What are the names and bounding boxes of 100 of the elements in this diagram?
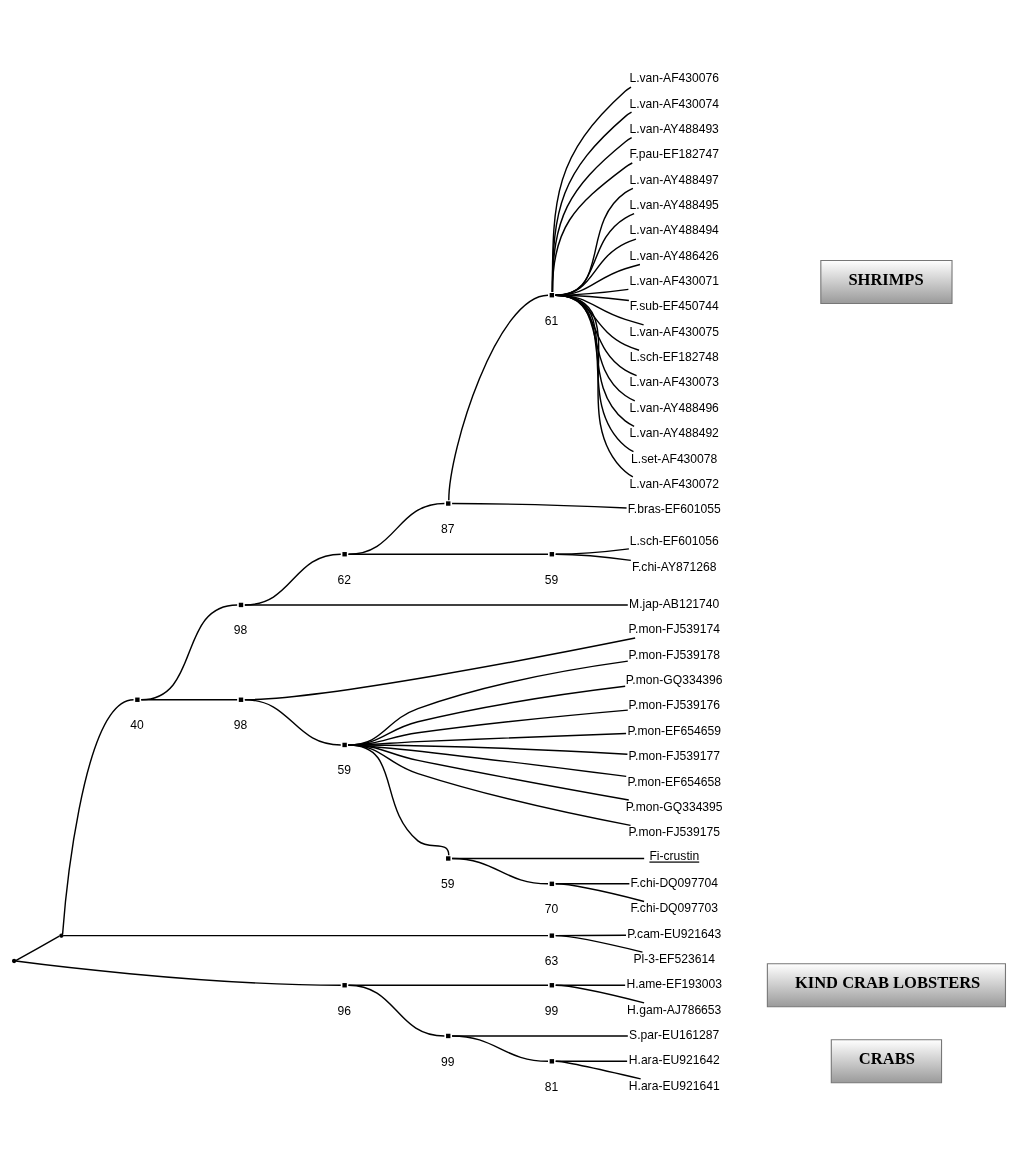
node-point	[342, 551, 347, 556]
node-label: 63	[544, 953, 559, 968]
connector	[555, 984, 645, 1004]
node-text: H.ara-EU921641	[628, 1078, 720, 1093]
node-text: L.van-AF430074	[629, 96, 719, 111]
node-text: H.gam-AJ786653	[627, 1002, 722, 1017]
node-text: P.mon-EF654659	[627, 723, 721, 738]
connector	[244, 698, 342, 746]
node-point	[135, 697, 140, 702]
connector	[62, 934, 549, 936]
node-point	[549, 551, 555, 556]
node-box: SHRIMPS	[820, 259, 953, 304]
node-label: 59	[337, 762, 351, 777]
node-point	[59, 933, 64, 938]
connector	[555, 187, 634, 296]
node-text: L.set-AF430078	[631, 451, 718, 466]
node-text: P.mon-FJ539176	[628, 697, 720, 712]
node-point	[549, 881, 555, 886]
node-label: 62	[337, 572, 351, 587]
node-text: L.van-AY488492	[629, 425, 719, 440]
connector	[555, 547, 630, 555]
connector	[555, 263, 641, 296]
node-text: L.van-AY488497	[629, 172, 719, 187]
node-text: L.van-AF430073	[629, 374, 719, 389]
node-point	[342, 742, 347, 747]
connector	[555, 1060, 642, 1080]
node-text: L.van-AF430076	[629, 70, 719, 85]
node-text: L.van-AY488495	[629, 197, 719, 212]
connector	[451, 1034, 629, 1037]
node-point	[549, 1058, 555, 1063]
node-point	[549, 982, 555, 987]
node-text: F.chi-DQ097703	[630, 900, 718, 915]
node-text: L.van-AY486426	[629, 248, 719, 263]
node-text: P.mon-GQ334396	[625, 672, 723, 687]
node-point	[238, 602, 244, 607]
node-label: 61	[544, 313, 559, 328]
node-label: 81	[544, 1079, 559, 1094]
node-text: P.mon-FJ539175	[628, 824, 720, 839]
connector	[555, 934, 644, 953]
node-text: L.sch-EF601056	[629, 533, 719, 548]
node-point	[11, 958, 17, 963]
connector	[555, 882, 645, 902]
connector	[61, 698, 135, 935]
node-text: P.cam-EU921643	[627, 926, 722, 941]
node-label: 98	[233, 717, 248, 732]
connector	[551, 161, 633, 293]
node-label: 98	[233, 622, 248, 637]
connector	[244, 636, 636, 700]
node-text: F.sub-EF450744	[629, 298, 719, 313]
node-box: KIND CRAB LOBSTERS	[766, 962, 1006, 1007]
node-label: 99	[544, 1003, 559, 1018]
node-text: F.bras-EF601055	[627, 501, 721, 516]
node-point	[342, 982, 347, 987]
node-point	[446, 500, 451, 506]
node-text: L.van-AY488493	[629, 121, 719, 136]
connector	[555, 237, 637, 296]
node-text: M.jap-AB121740	[629, 596, 720, 611]
node-text: P.mon-FJ539174	[628, 621, 720, 636]
node-text: Fi-crustin	[649, 848, 700, 863]
node-text: F.chi-AY871268	[631, 559, 717, 574]
node-text: P.mon-EF654658	[627, 774, 721, 789]
connector	[347, 502, 446, 555]
node-label: 70	[544, 901, 559, 916]
node-text: L.van-AY488494	[629, 222, 719, 237]
node-point	[446, 855, 451, 861]
connector	[347, 743, 632, 826]
node-text: L.sch-EF182748	[629, 349, 719, 364]
node-text: F.chi-DQ097704	[630, 875, 718, 890]
node-text: L.van-AY488496	[629, 400, 719, 415]
node-text: F.pau-EF182747	[629, 146, 719, 161]
connector	[244, 603, 629, 606]
connector	[555, 293, 645, 326]
connector	[15, 959, 342, 986]
connector	[555, 212, 635, 296]
node-label: 96	[337, 1003, 351, 1018]
node-label: 99	[441, 1054, 455, 1068]
node-text: P.mon-FJ539178	[628, 647, 720, 662]
connector	[555, 288, 630, 296]
connector	[555, 553, 632, 561]
node-label: 87	[441, 521, 455, 536]
connector	[347, 984, 446, 1037]
connector	[451, 857, 645, 859]
node-label: 59	[441, 876, 455, 891]
node-text: S.par-EU161287	[629, 1027, 720, 1042]
node-text: H.ame-EF193003	[626, 976, 723, 991]
connector	[347, 553, 549, 555]
node-point	[446, 1033, 451, 1038]
node-box: CRABS	[830, 1038, 943, 1083]
connector	[140, 603, 238, 700]
node-text: Pl-3-EF523614	[633, 951, 715, 966]
node-point	[549, 292, 555, 297]
node-text: P.mon-FJ539177	[628, 748, 720, 763]
node-text: P.mon-GQ334395	[625, 799, 723, 814]
node-label: 59	[544, 572, 559, 587]
node-text: L.van-AF430072	[629, 476, 719, 491]
connector	[448, 293, 549, 501]
node-point	[549, 932, 555, 938]
node-text: H.ara-EU921642	[628, 1052, 720, 1067]
connector	[15, 935, 60, 961]
node-text: L.van-AF430075	[629, 324, 719, 339]
